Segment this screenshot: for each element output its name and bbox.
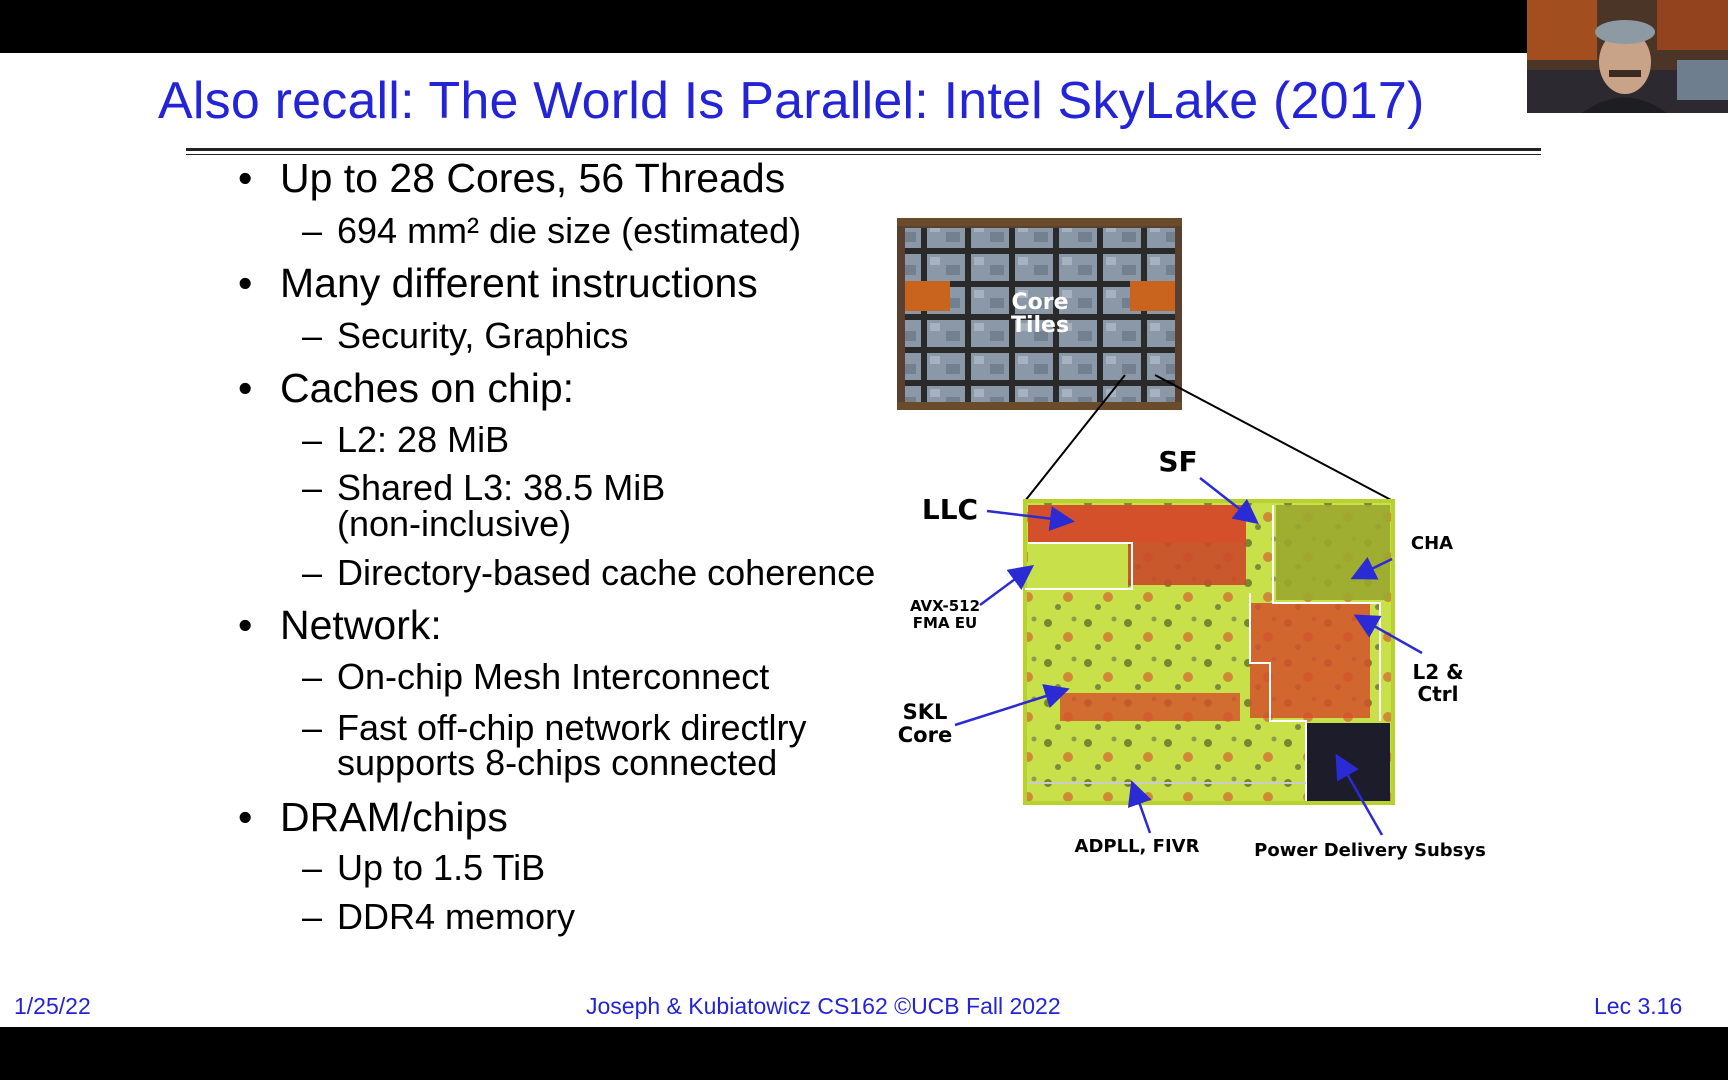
slide: Also recall: The World Is Parallel: Inte… — [0, 53, 1728, 1027]
zoom-line — [1154, 374, 1394, 502]
avx-arrow — [979, 565, 1035, 607]
skylake-die-figure: Core Tiles SF LLC CHA AVX-512 FMA EU L2 … — [897, 218, 1486, 861]
presenter-video-frame — [1527, 0, 1728, 113]
title-rule-thin — [186, 154, 1541, 155]
skl-arrow — [954, 684, 1070, 727]
sf-label: SF — [1158, 445, 1197, 478]
core-tiles-label: Tiles — [1011, 313, 1069, 338]
title-rule — [186, 148, 1541, 151]
adpll-arrow — [1127, 780, 1152, 834]
adpll-label: ADPLL, FIVR — [1075, 836, 1200, 857]
zoom-line — [1024, 374, 1126, 502]
bullet-list: •Up to 28 Cores, 56 Threads –694 mm² die… — [238, 155, 876, 937]
avx-label: AVX-512 — [910, 597, 980, 615]
footer-course: Joseph & Kubiatowicz CS162 ©UCB Fall 202… — [586, 993, 1061, 1019]
cha-label: CHA — [1411, 533, 1453, 554]
core-floorplan — [1023, 499, 1395, 805]
slide-title: Also recall: The World Is Parallel: Inte… — [158, 72, 1425, 130]
bottom-letterbox — [0, 1027, 1728, 1080]
skl-core-label: Core — [898, 723, 952, 747]
power-delivery-label: Power Delivery Subsys — [1254, 840, 1486, 861]
l2-label: Ctrl — [1418, 682, 1459, 706]
llc-label: LLC — [922, 493, 978, 526]
footer-lecture-number: Lec 3.16 — [1594, 993, 1683, 1019]
core-tiles-label: Core — [1011, 290, 1068, 315]
top-letterbox — [0, 0, 1728, 53]
core-tiles-die — [897, 218, 1182, 410]
skl-core-label: SKL — [903, 700, 948, 724]
l2-arrow — [1353, 614, 1423, 655]
power-arrow — [1335, 753, 1384, 836]
footer-date: 1/25/22 — [14, 993, 91, 1019]
sf-arrow — [1199, 477, 1259, 525]
cha-arrow — [1350, 557, 1393, 580]
avx-label: FMA EU — [913, 614, 977, 632]
presenter-webcam — [1527, 0, 1728, 113]
llc-arrow — [986, 506, 1075, 532]
l2-label: L2 & — [1412, 660, 1463, 684]
